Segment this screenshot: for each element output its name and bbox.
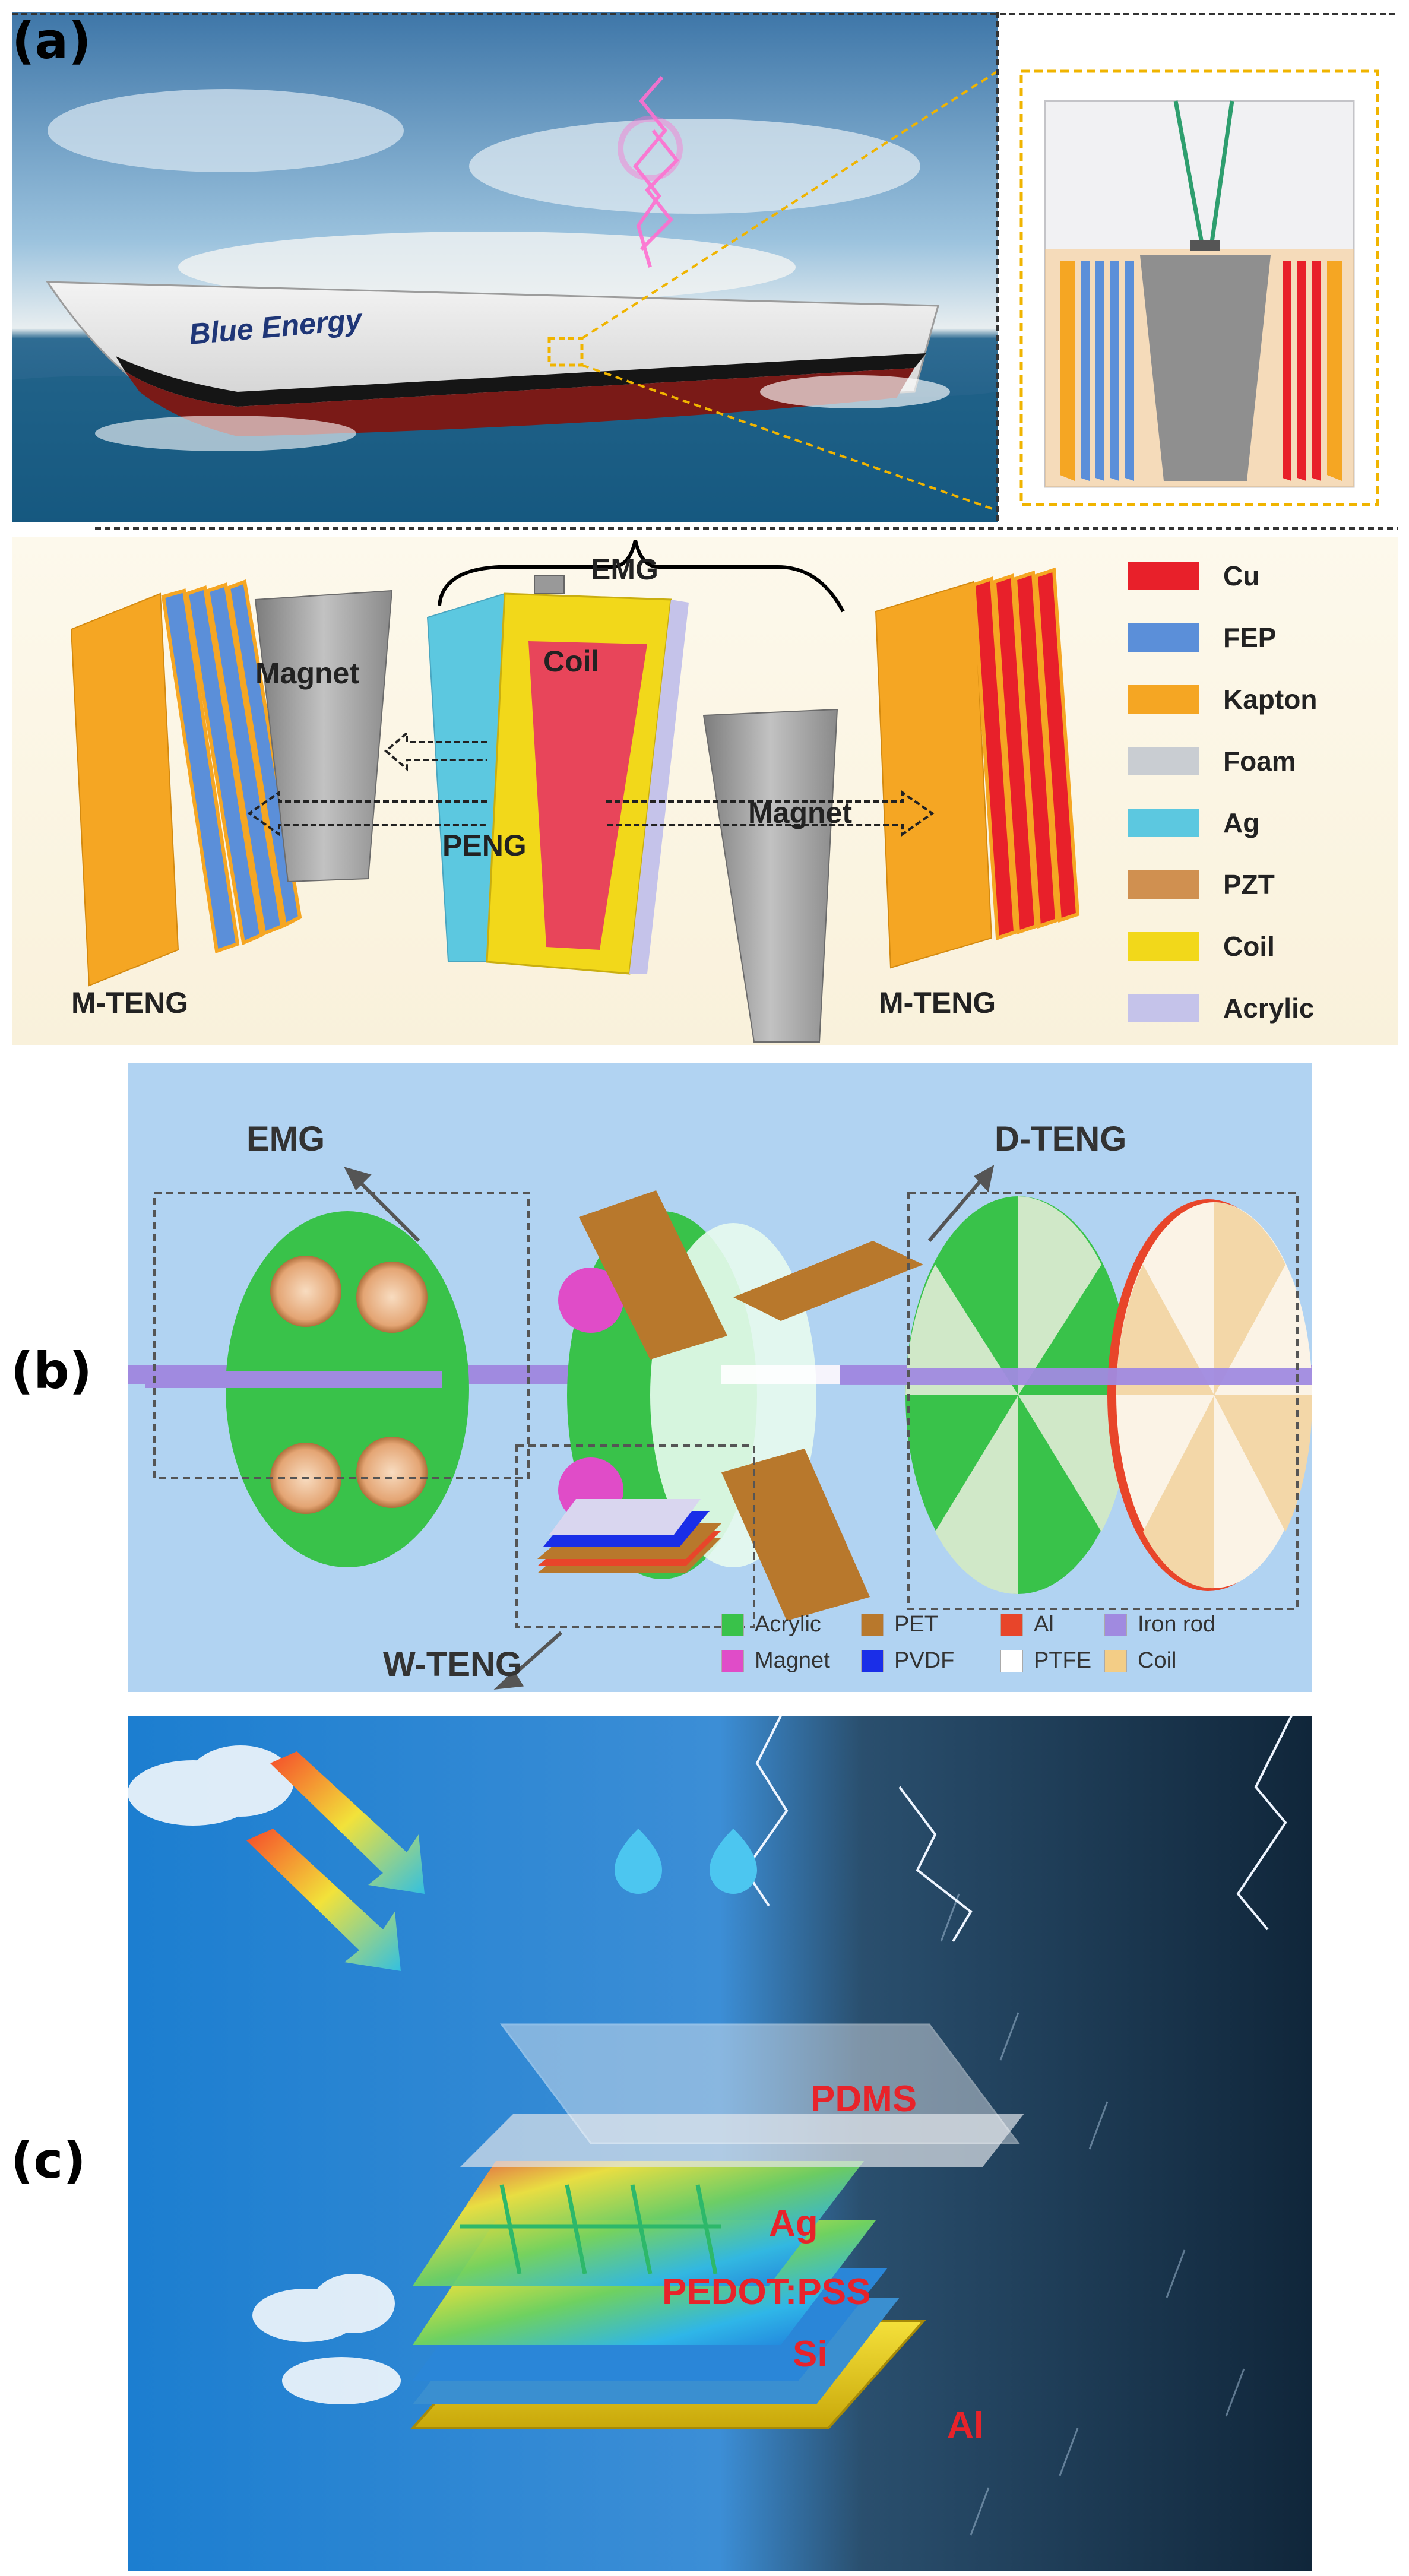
panel-c-label: (c) [11,2131,86,2190]
legend-b-swatch [1000,1613,1023,1636]
legend-b-item: Al [1000,1612,1104,1637]
dashed-boxes [153,1192,1299,1628]
legend-a-label: Ag [1223,807,1260,838]
layer-label: Si [793,2334,828,2375]
panel-a-label: (a) [12,12,91,70]
emg-label: EMG [591,553,658,586]
mteng-right [875,567,1080,969]
label-arrows [344,1165,995,1690]
legend-b-item: PVDF [861,1648,1000,1674]
legend-a-label: Coil [1223,931,1275,962]
legend-b-item: Acrylic [721,1612,861,1637]
wteng-stack [537,1499,721,1573]
legend-b-swatch [721,1649,744,1672]
legend-b-label: Al [1034,1612,1054,1637]
magnet-left [254,590,393,883]
panel-b-label: (b) [11,1342,92,1400]
panel-a-figure: Blue Energy [12,12,1398,1045]
energy-lightning [618,76,683,268]
zoom-line-bottom [581,364,998,512]
legend-b-swatch [1104,1613,1127,1636]
panel-b-figure [128,1165,1312,1690]
legend-a-label: PZT [1223,869,1275,900]
legend-a-label: Kapton [1223,684,1318,715]
legend-b-item: PET [861,1612,1000,1637]
mteng-left [70,579,302,987]
legend-b-label: PET [894,1612,938,1637]
legend-b-item: Iron rod [1104,1612,1271,1637]
magnet-right [702,708,838,1043]
legend-a-swatch [1128,994,1199,1022]
legend-a-item: Ag [1128,802,1389,844]
legend-b-item: PTFE [1000,1648,1104,1674]
emg-disc [226,1211,469,1567]
layer-label: Al [947,2405,984,2446]
ship-scene: Blue Energy [12,12,998,522]
wteng-label: W-TENG [383,1645,523,1684]
legend-b-label: PTFE [1034,1648,1092,1673]
pet-plates [579,1190,923,1621]
coil-label: Coil [543,645,600,678]
legend-b-item: Coil [1104,1648,1271,1674]
legend-a-label: Acrylic [1223,993,1315,1024]
legend-a-swatch [1128,562,1199,590]
legend-a-item: FEP [1128,617,1389,658]
solar-teng-device [410,2023,1024,2429]
legend-a-swatch [1128,685,1199,714]
legend-a-swatch [1128,809,1199,837]
emg-brace [438,540,845,613]
layer-label: PEDOT:PSS [662,2271,871,2312]
legend-a-item: Foam [1128,740,1389,782]
dteng-disc-coil [1107,1199,1312,1591]
legend-b-item: Magnet [721,1648,861,1674]
legend-a-label: FEP [1223,622,1277,653]
emg-b-label: EMG [246,1120,325,1158]
mteng-right-label: M-TENG [879,986,996,1019]
clouds [128,1745,401,2404]
legend-a-swatch [1128,932,1199,961]
legend-a-swatch [1128,747,1199,775]
legend-a-swatch [1128,623,1199,652]
legend-b-label: PVDF [894,1648,955,1673]
legend-b-swatch [721,1613,744,1636]
peng-label: PENG [442,829,527,862]
layer-label: PDMS [810,2078,917,2119]
legend-a-item: PZT [1128,864,1389,905]
panel-c-figure [128,1716,1312,2571]
legend-b-swatch [1104,1649,1127,1672]
legend-b-swatch [861,1649,884,1672]
legend-b-swatch [861,1613,884,1636]
legend-a-swatch [1128,870,1199,899]
sunlight-arrows [246,1751,425,1971]
legend-a-item: Coil [1128,926,1389,967]
ship [46,281,950,451]
magnet-right-label: Magnet [748,796,852,829]
exploded-schematic [12,537,1398,1045]
device-inset [998,12,1398,522]
magnet-left-label: Magnet [255,657,359,690]
central-device [426,575,689,975]
legend-b-label: Iron rod [1138,1612,1215,1637]
dteng-disc-green [905,1196,1132,1595]
rain-drops [615,1829,757,1894]
legend-b-label: Magnet [755,1648,830,1673]
legend-b-label: Acrylic [755,1612,821,1637]
legend-a-item: Acrylic [1128,987,1389,1029]
dteng-label: D-TENG [995,1120,1127,1158]
panel-a: Blue Energy [12,12,1398,1045]
mteng-left-label: M-TENG [71,986,189,1019]
legend-b-label: Coil [1138,1648,1177,1673]
legend-a-label: Foam [1223,746,1296,777]
layer-label: Ag [769,2203,818,2244]
legend-a-label: Cu [1223,560,1260,591]
motion-arrows [247,730,935,837]
rain [940,1893,1245,2536]
legend-b-swatch [1000,1649,1023,1672]
legend-a-item: Cu [1128,555,1389,597]
legend-a-item: Kapton [1128,679,1389,720]
